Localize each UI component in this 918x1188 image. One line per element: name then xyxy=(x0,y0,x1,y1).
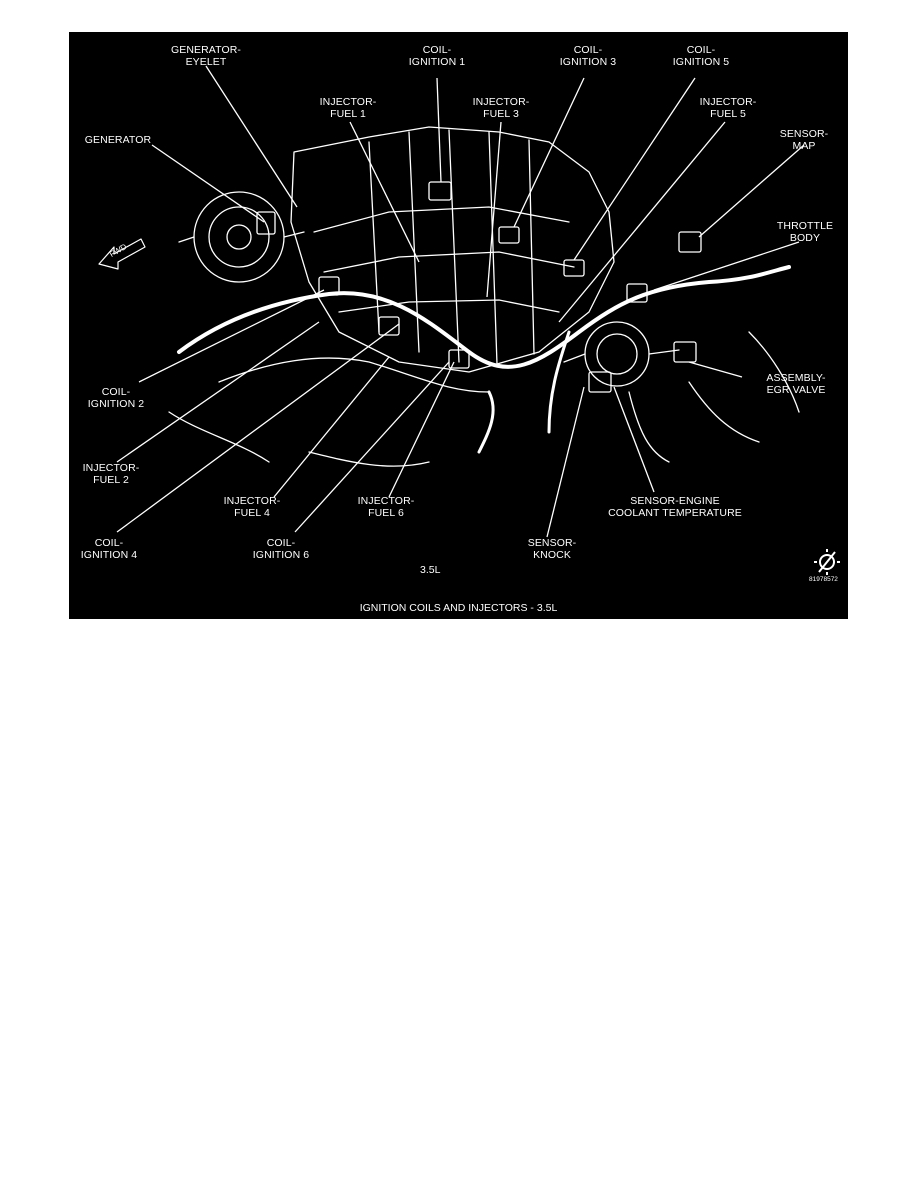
label-coil-ignition-5: COIL-IGNITION 5 xyxy=(672,44,730,68)
label-sensor-map: SENSOR-MAP xyxy=(779,128,829,152)
label-injector-fuel-6: INJECTOR-FUEL 6 xyxy=(357,495,415,519)
label-injector-fuel-2: INJECTOR-FUEL 2 xyxy=(82,462,140,486)
label-generator-eyelet: GENERATOR-EYELET xyxy=(170,44,242,68)
engine-diagram-figure: GENERATOR-EYELET COIL-IGNITION 1 COIL-IG… xyxy=(69,32,848,619)
engine-illustration xyxy=(98,65,840,575)
engine-size-label: 3.5L xyxy=(420,564,441,576)
label-coil-ignition-6: COIL-IGNITION 6 xyxy=(252,537,310,561)
label-injector-fuel-5: INJECTOR-FUEL 5 xyxy=(699,96,757,120)
label-coil-ignition-2: COIL-IGNITION 2 xyxy=(87,386,145,410)
figure-caption: IGNITION COILS AND INJECTORS - 3.5L xyxy=(359,602,558,614)
label-injector-fuel-1: INJECTOR-FUEL 1 xyxy=(319,96,377,120)
label-sensor-knock: SENSOR-KNOCK xyxy=(527,537,577,561)
leader-lines xyxy=(116,65,805,538)
figure-id: 81978572 xyxy=(809,576,838,583)
label-generator: GENERATOR xyxy=(84,134,152,146)
label-coil-ignition-1: COIL-IGNITION 1 xyxy=(408,44,466,68)
label-coil-ignition-3: COIL-IGNITION 3 xyxy=(559,44,617,68)
label-injector-fuel-3: INJECTOR-FUEL 3 xyxy=(472,96,530,120)
label-coil-ignition-4: COIL-IGNITION 4 xyxy=(80,537,138,561)
gear-wrench-logo-icon xyxy=(814,549,840,575)
label-injector-fuel-4: INJECTOR-FUEL 4 xyxy=(223,495,281,519)
label-assembly-egr-valve: ASSEMBLY-EGR VALVE xyxy=(766,372,826,396)
